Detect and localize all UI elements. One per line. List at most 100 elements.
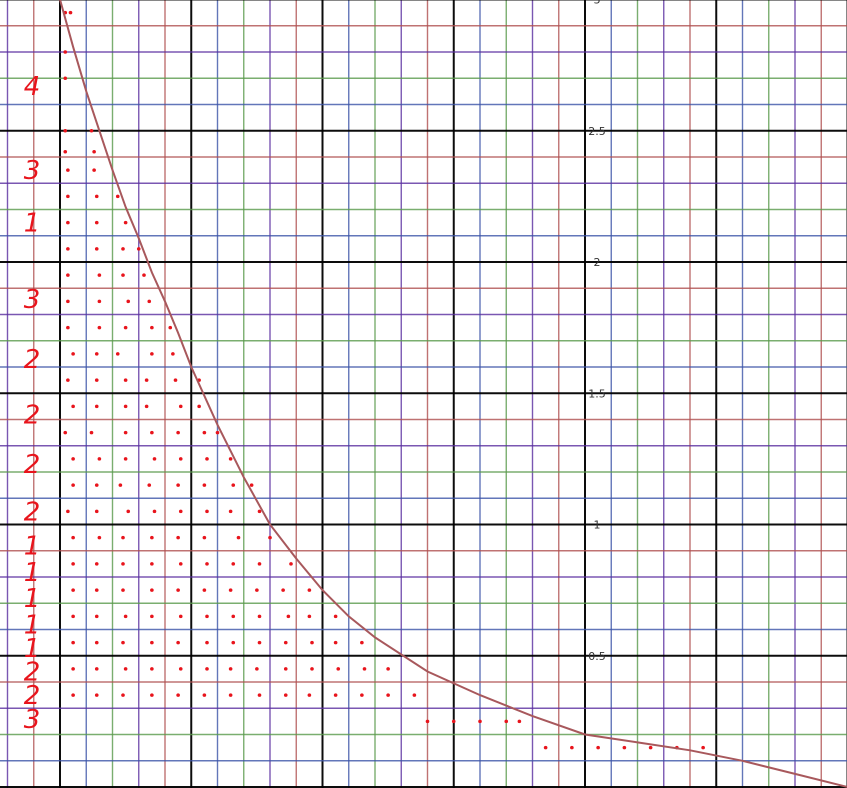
sample-dot [94, 614, 99, 619]
sample-dot [66, 194, 70, 199]
sample-dot [333, 693, 338, 697]
sample-dot [121, 588, 125, 592]
sample-dot [228, 588, 233, 592]
sample-dot [94, 509, 99, 514]
sample-dot [307, 588, 312, 592]
sample-dot [97, 273, 102, 277]
sample-dot [202, 588, 207, 592]
sample-dot [286, 614, 291, 619]
curve-series [59, 0, 847, 788]
sample-dot [622, 745, 627, 750]
sample-dot [89, 430, 94, 435]
sample-dot [173, 378, 178, 382]
sample-dot [94, 220, 99, 225]
sample-dot [150, 430, 154, 435]
y-tick-labels: 0.511.522.53 [588, 0, 606, 663]
sample-dot [121, 693, 125, 697]
sample-dot [257, 562, 262, 566]
sample-dot [336, 667, 341, 671]
sample-dot [71, 693, 75, 697]
sample-dot [176, 483, 180, 487]
sample-dot [71, 667, 75, 671]
sample-dot [171, 352, 175, 356]
sample-dot [333, 640, 338, 645]
sample-dot [205, 457, 209, 461]
row-count-label: 4 [24, 72, 41, 102]
sample-dot [283, 667, 288, 671]
row-count-label: 1 [24, 584, 41, 614]
sample-dot [63, 430, 68, 435]
sample-dot [94, 247, 99, 251]
sample-dot [205, 667, 209, 671]
row-count-label: 3 [24, 285, 41, 315]
sample-dot [178, 509, 183, 514]
row-count-label: 2 [24, 681, 41, 711]
sample-dot [144, 378, 149, 382]
sample-dot [176, 430, 180, 435]
sample-dot [150, 614, 154, 619]
row-count-label: 2 [24, 345, 41, 375]
row-count-label: 1 [24, 532, 41, 562]
sample-dot [66, 299, 70, 304]
sample-dot [257, 509, 262, 514]
sample-dot [228, 457, 233, 461]
sample-dot [126, 299, 131, 304]
sample-dot [71, 457, 75, 461]
series-line [59, 0, 847, 788]
sample-dot [94, 640, 99, 645]
sample-dot [360, 640, 364, 645]
sample-dot [425, 719, 430, 724]
sample-dot [121, 640, 125, 645]
sample-dot [94, 562, 99, 566]
sample-dot [121, 273, 125, 277]
sample-dot [228, 667, 233, 671]
sample-dot [71, 352, 75, 356]
sample-dot [205, 562, 209, 566]
sample-dot [517, 719, 522, 724]
sample-dot [231, 483, 236, 487]
sample-dot [231, 562, 236, 566]
sample-dot [268, 535, 272, 540]
sample-dot [202, 535, 207, 540]
sample-dot [97, 299, 102, 304]
sample-dot [412, 693, 417, 697]
sample-dot [255, 588, 259, 592]
sample-dot [118, 483, 123, 487]
sample-dot [202, 483, 207, 487]
sample-dot [478, 719, 482, 724]
sample-dot [257, 614, 262, 619]
sample-dot [71, 483, 75, 487]
sample-dot [543, 745, 548, 750]
sample-dot [136, 247, 141, 251]
sample-dot [228, 693, 233, 697]
sample-dot [178, 667, 183, 671]
sample-dot [115, 352, 120, 356]
sample-dot [150, 693, 154, 697]
sample-dot [94, 693, 99, 697]
row-count-label: 2 [24, 400, 41, 430]
sample-dot [63, 128, 68, 133]
sample-dot [176, 588, 180, 592]
sample-dot [386, 693, 390, 697]
sample-dot [71, 640, 75, 645]
sample-dot [178, 614, 183, 619]
sample-dot [150, 535, 154, 540]
sample-dot [178, 404, 183, 409]
sample-dot [123, 325, 128, 330]
y-tick-label: 2 [594, 256, 601, 269]
sample-dot [231, 640, 236, 645]
sample-dot [205, 640, 209, 645]
row-count-label: 1 [24, 634, 41, 664]
sample-dot [307, 614, 312, 619]
sample-dot [150, 325, 154, 330]
sample-dot [94, 404, 99, 409]
sample-dot [570, 745, 574, 750]
sample-dot [94, 483, 99, 487]
sample-dot [71, 404, 75, 409]
sample-dot [71, 535, 75, 540]
sample-dot [144, 404, 149, 409]
sample-dot [701, 745, 705, 750]
sample-dot [63, 76, 68, 81]
sample-dot [97, 457, 102, 461]
